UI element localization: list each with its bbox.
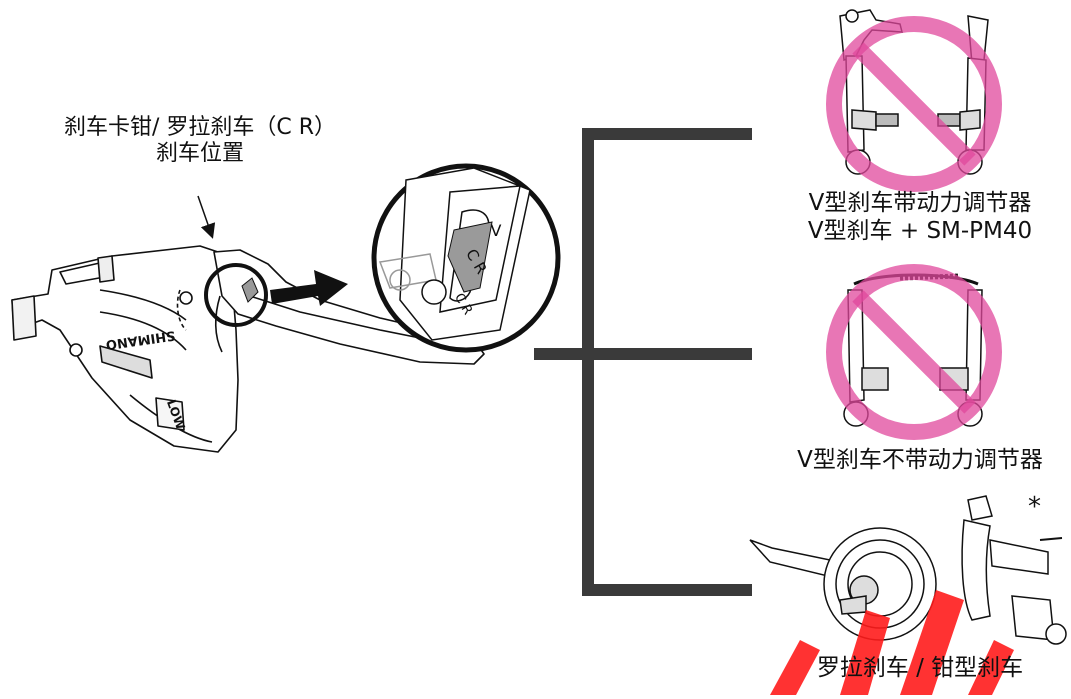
left-label: 刹车卡钳/ 罗拉刹车（C R） 刹车位置 bbox=[40, 115, 360, 168]
adjuster-mark bbox=[241, 277, 259, 303]
option-2-line1: V型刹车不带动力调节器 bbox=[797, 447, 1043, 473]
option-1-line1: V型刹车带动力调节器 bbox=[808, 190, 1032, 216]
option-2-label: V型刹车不带动力调节器 bbox=[760, 447, 1071, 475]
label-pointer bbox=[197, 195, 216, 239]
option-1-label: V型刹车带动力调节器 V型刹车 + SM-PM40 bbox=[760, 190, 1071, 245]
option-1-line2: V型刹车 + SM-PM40 bbox=[807, 217, 1033, 244]
focus-circle bbox=[204, 263, 268, 327]
watermark bbox=[770, 590, 1014, 695]
left-label-line1: 刹车卡钳/ 罗拉刹车（C R） bbox=[63, 115, 337, 140]
roller-brake-illustration bbox=[749, 527, 937, 641]
options-bracket bbox=[534, 128, 752, 596]
option-3-line1: 罗拉刹车 / 钳型刹车 bbox=[816, 655, 1024, 681]
asterisk-note-mark: * bbox=[1028, 492, 1041, 522]
option-3-label: 罗拉刹车 / 钳型刹车 bbox=[760, 655, 1071, 683]
left-label-line2: 刹车位置 bbox=[155, 141, 244, 167]
prohibit-sign-2 bbox=[826, 264, 1002, 440]
inset-detail bbox=[371, 163, 561, 353]
inset-mark-v: V bbox=[491, 221, 502, 240]
caliper-brake-illustration bbox=[961, 495, 1067, 645]
zoom-arrow bbox=[270, 270, 348, 306]
prohibit-sign-1 bbox=[826, 16, 1002, 192]
